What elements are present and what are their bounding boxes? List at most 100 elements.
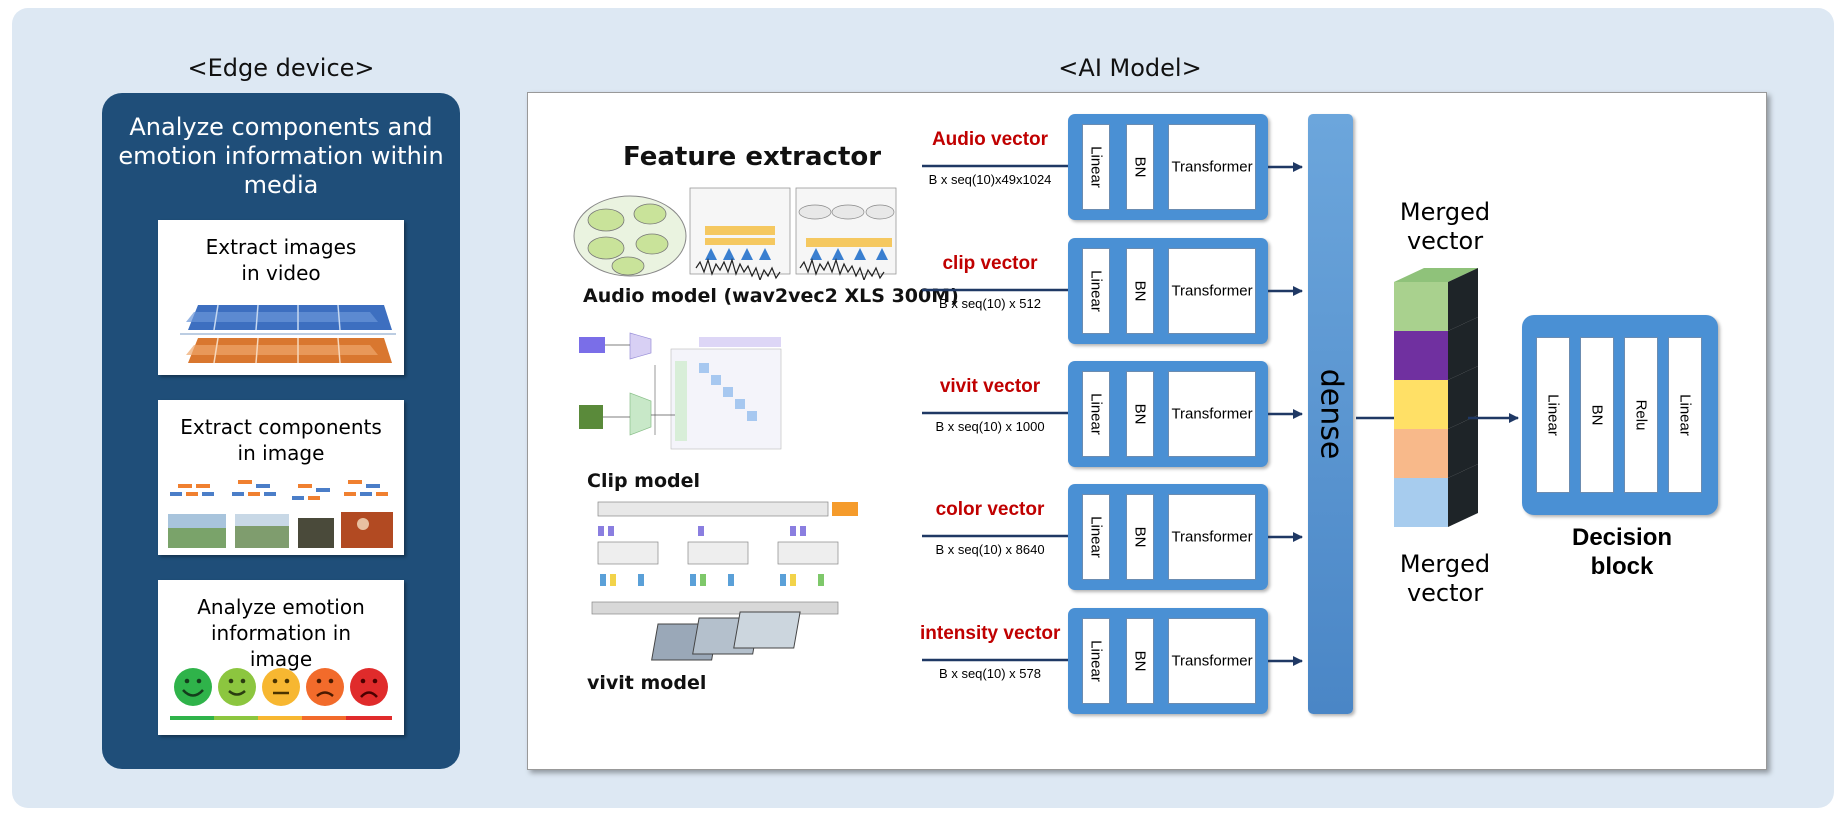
transformer-layer: Transformer [1168, 494, 1256, 580]
merged-vector-side-face [1448, 366, 1478, 429]
card-extract-images: Extract images in video [158, 220, 404, 375]
neutral-face-icon [262, 668, 300, 706]
video-frames-blue [186, 304, 392, 331]
feature-extractor-title: Feature extractor [623, 142, 882, 172]
vector-dimension: B x seq(10) x 578 [939, 666, 1041, 681]
emotion-scale-bar [170, 716, 392, 720]
merged-vector-segment [1394, 380, 1448, 429]
layer-label: Transformer [1171, 652, 1253, 670]
layer-label: Linear [1676, 394, 1694, 436]
transformer-layer: Transformer [1168, 371, 1256, 457]
layer-label: Linear [1087, 270, 1105, 312]
happy-face-icon [218, 668, 256, 706]
decision-block-title: Decision block [1571, 524, 1673, 580]
layer-label: Transformer [1171, 282, 1253, 300]
layer-label: Linear [1544, 394, 1562, 436]
bn-layer: BN [1126, 124, 1154, 210]
transformer-layer: Transformer [1168, 248, 1256, 334]
bn-layer: BN [1126, 618, 1154, 704]
sample-photos [168, 512, 393, 548]
merged-vector-segment [1394, 478, 1448, 527]
merged-vector-bottom-label: Merged vector [1399, 550, 1491, 607]
merged-vector-segment [1394, 429, 1448, 478]
card-extract-components: Extract components in image [158, 400, 404, 555]
sad-face-icon [306, 668, 344, 706]
emotion-faces [174, 668, 388, 706]
merged-vector-side-face [1448, 268, 1478, 331]
dense-layer: dense [1308, 114, 1353, 714]
merged-vector-top-face [1394, 268, 1478, 282]
layer-label: BN [1588, 404, 1606, 426]
very-happy-face-icon [174, 668, 212, 706]
transformer-layer: Transformer [1168, 618, 1256, 704]
video-frames-orange [186, 337, 392, 364]
dense-label: dense [1313, 368, 1348, 460]
layer-label: BN [1131, 650, 1149, 672]
component-trees-illustration [168, 480, 393, 548]
merged-vector-side-face [1448, 464, 1478, 527]
layer-label: Linear [1087, 640, 1105, 682]
card-title: Extract images in video [205, 235, 357, 285]
audio-model-label: Audio model (wav2vec2 XLS 300M) [583, 285, 959, 307]
layer-label: Transformer [1171, 528, 1253, 546]
decision-layer: Linear [1536, 337, 1570, 493]
clip-model-label: Clip model [587, 470, 701, 492]
vector-name: vivit vector [939, 376, 1041, 397]
transformer-layer: Transformer [1168, 124, 1256, 210]
decision-block: Linear BN Relu Linear [1522, 315, 1718, 515]
video-frames-illustration [180, 304, 396, 364]
decision-layer: BN [1580, 337, 1614, 493]
branch-block: Linear BN Transformer [1068, 361, 1268, 467]
merged-vector-side-face [1448, 415, 1478, 478]
vector-dimension: B x seq(10) x 1000 [935, 419, 1045, 434]
vector-name: color vector [935, 499, 1045, 520]
edge-device-description: Analyze components and emotion informati… [118, 113, 444, 199]
bn-layer: BN [1126, 494, 1154, 580]
layer-label: Linear [1087, 393, 1105, 435]
vector-name: intensity vector [920, 623, 1061, 644]
layer-label: BN [1131, 403, 1149, 425]
branch-block: Linear BN Transformer [1068, 114, 1268, 220]
card-title: Analyze emotion information in image [197, 595, 365, 671]
merged-vector-segment [1394, 331, 1448, 380]
layer-label: BN [1131, 156, 1149, 178]
merged-vector-stack [1394, 268, 1478, 527]
edge-device-title: <Edge device> [187, 54, 375, 82]
layer-label: Relu [1632, 399, 1650, 431]
layer-label: Linear [1087, 516, 1105, 558]
merged-vector-segment [1394, 282, 1448, 331]
vector-dimension: B x seq(10)x49x1024 [928, 172, 1052, 187]
vivit-model-illustration [591, 501, 858, 661]
layer-label: Transformer [1171, 405, 1253, 423]
merged-vector-side-face [1448, 317, 1478, 380]
layer-label: BN [1131, 280, 1149, 302]
vector-dimension: B x seq(10) x 512 [939, 296, 1041, 311]
card-analyze-emotion: Analyze emotion information in image [158, 580, 404, 735]
decision-layer: Linear [1668, 337, 1702, 493]
branch-block: Linear BN Transformer [1068, 238, 1268, 344]
very-sad-face-icon [350, 668, 388, 706]
layer-label: BN [1131, 526, 1149, 548]
tree-diagrams [170, 480, 388, 500]
linear-layer: Linear [1082, 248, 1110, 334]
bn-layer: BN [1126, 371, 1154, 457]
layer-label: Linear [1087, 146, 1105, 188]
branch-block: Linear BN Transformer [1068, 608, 1268, 714]
decision-layer: Relu [1624, 337, 1658, 493]
linear-layer: Linear [1082, 371, 1110, 457]
layer-label: Transformer [1171, 158, 1253, 176]
merged-vector-top-label: Merged vector [1399, 198, 1491, 255]
ai-model-title: <AI Model> [1058, 54, 1202, 82]
clip-model-illustration [579, 332, 782, 450]
audio-model-illustration [573, 187, 897, 280]
vivit-model-label: vivit model [587, 672, 707, 694]
linear-layer: Linear [1082, 124, 1110, 210]
vector-name: clip vector [942, 253, 1038, 274]
emotion-scale-illustration [170, 668, 392, 720]
branch-block: Linear BN Transformer [1068, 484, 1268, 590]
vector-name: Audio vector [931, 129, 1049, 150]
linear-layer: Linear [1082, 618, 1110, 704]
linear-layer: Linear [1082, 494, 1110, 580]
vector-dimension: B x seq(10) x 8640 [935, 542, 1045, 557]
card-title: Extract components in image [180, 415, 382, 465]
